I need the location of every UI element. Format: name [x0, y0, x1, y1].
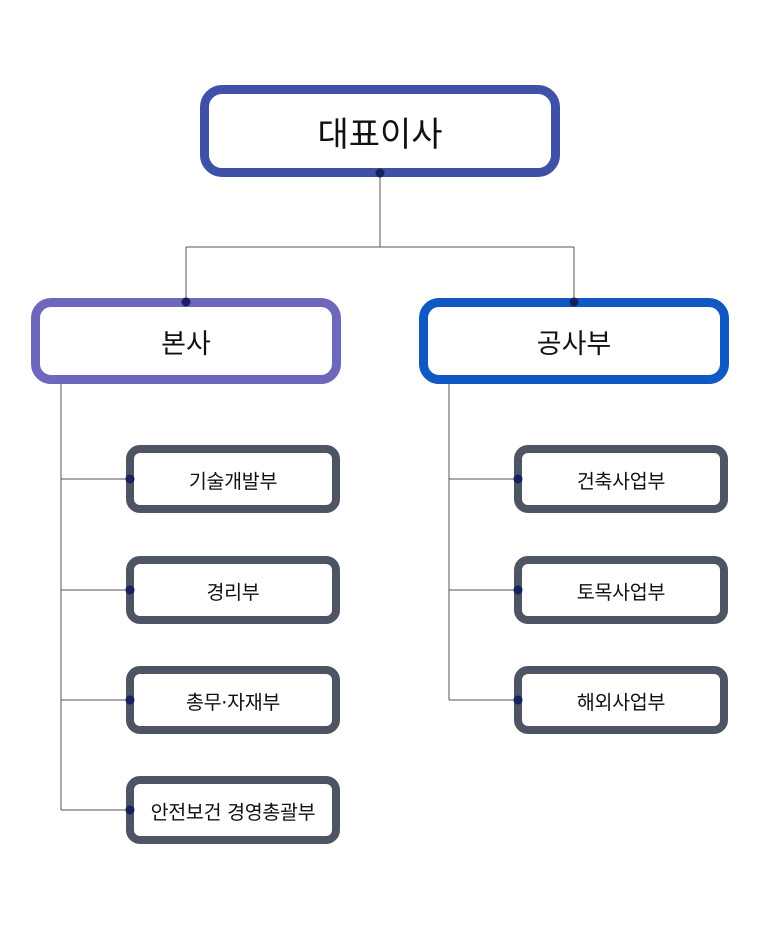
- general-affairs-dept-box: 총무·자재부: [126, 666, 340, 734]
- overseas-div-label: 해외사업부: [576, 690, 666, 714]
- architecture-div-box: 건축사업부: [514, 445, 728, 513]
- ceo-box: 대표이사: [200, 85, 560, 177]
- civil-div-box: 토목사업부: [514, 556, 728, 624]
- civil-div-label: 토목사업부: [576, 580, 666, 604]
- connector-paths: [60, 173, 575, 811]
- headquarters-box: 본사: [31, 298, 341, 384]
- tech-dev-dept-box: 기술개발부: [126, 445, 340, 513]
- accounting-dept-label: 경리부: [206, 580, 260, 604]
- ceo-label: 대표이사: [317, 114, 443, 155]
- safety-health-dept-label: 안전보건 경영총괄부: [150, 800, 316, 824]
- architecture-div-label: 건축사업부: [576, 469, 666, 493]
- headquarters-label: 본사: [161, 328, 211, 360]
- construction-dept-label: 공사부: [536, 328, 612, 360]
- overseas-div-box: 해외사업부: [514, 666, 728, 734]
- safety-health-dept-box: 안전보건 경영총괄부: [126, 776, 340, 844]
- construction-dept-box: 공사부: [419, 298, 729, 384]
- general-affairs-dept-label: 총무·자재부: [185, 690, 281, 714]
- accounting-dept-box: 경리부: [126, 556, 340, 624]
- tech-dev-dept-label: 기술개발부: [188, 469, 278, 493]
